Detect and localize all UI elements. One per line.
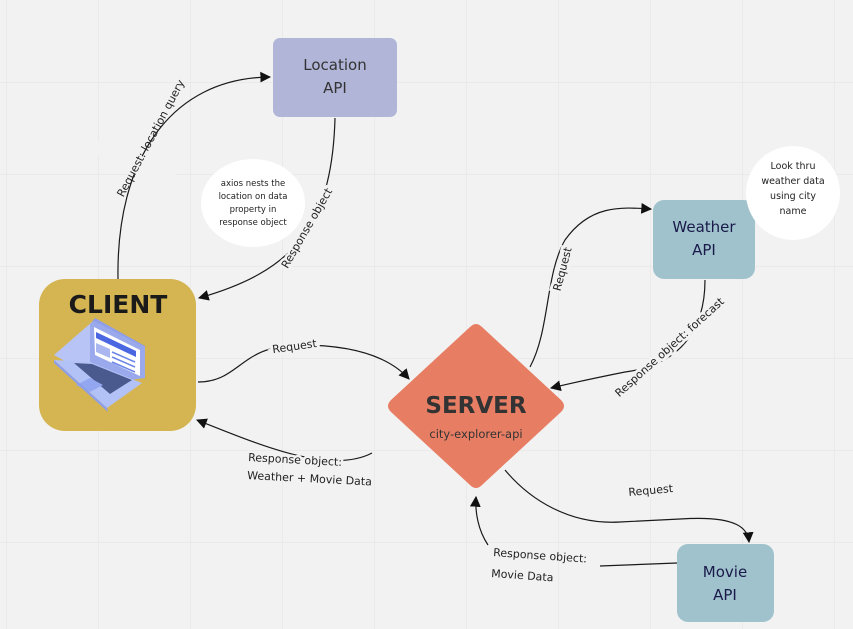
edge-server-to-client[interactable] xyxy=(195,418,373,462)
movie-api-line1: Movie xyxy=(703,563,747,581)
location-api-line1: Location xyxy=(303,56,366,74)
edge-client-to-location[interactable] xyxy=(117,71,272,280)
node-server[interactable]: SERVER city-explorer-api xyxy=(388,324,564,488)
note-axios-line1: axios nests the xyxy=(221,179,285,189)
weather-api-line1: Weather xyxy=(672,218,736,236)
node-client[interactable]: CLIENT xyxy=(39,279,196,431)
client-title: CLIENT xyxy=(69,290,168,319)
label-movie-server-2: Movie Data xyxy=(491,567,554,584)
node-location-api[interactable]: Location API xyxy=(273,38,397,117)
note-axios-line2: location on data xyxy=(219,192,288,202)
weather-api-line2: API xyxy=(692,241,716,259)
edge-location-to-client[interactable] xyxy=(197,117,336,301)
note-weather-line4: name xyxy=(780,206,807,217)
node-weather-api[interactable]: Weather API xyxy=(653,200,755,279)
note-axios-line4: response object xyxy=(219,218,287,228)
laptop-icon xyxy=(54,318,145,412)
note-weather-line2: weather data xyxy=(761,176,824,187)
server-title: SERVER xyxy=(425,393,526,419)
edge-client-to-server[interactable] xyxy=(197,344,410,383)
server-subtitle: city-explorer-api xyxy=(429,427,522,441)
edge-movie-to-server-arrow[interactable] xyxy=(469,495,489,546)
note-weather[interactable]: Look thru weather data using city name xyxy=(746,146,840,240)
location-api-line2: API xyxy=(323,79,347,97)
edge-server-to-weather[interactable] xyxy=(529,202,653,368)
node-movie-api[interactable]: Movie API xyxy=(677,544,774,622)
note-weather-line3: using city xyxy=(770,191,816,202)
note-axios-line3: property in xyxy=(230,205,277,215)
edge-server-to-movie[interactable] xyxy=(504,469,754,544)
edge-movie-to-server[interactable] xyxy=(599,562,678,567)
movie-api-line2: API xyxy=(713,586,737,604)
edge-weather-to-server[interactable] xyxy=(549,279,706,392)
note-weather-line1: Look thru xyxy=(771,161,816,172)
note-axios[interactable]: axios nests the location on data propert… xyxy=(201,159,305,247)
